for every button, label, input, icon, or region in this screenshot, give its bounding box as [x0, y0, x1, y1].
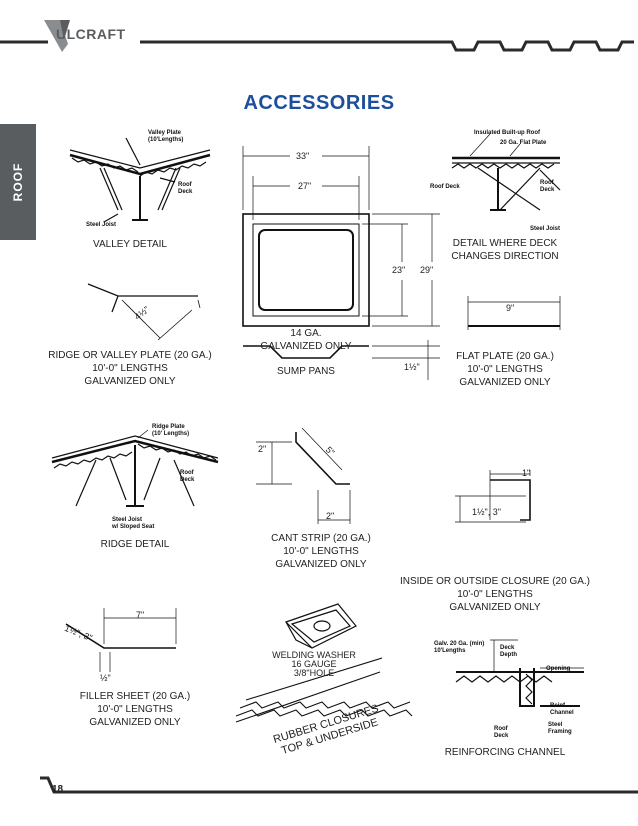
- flat-plate-dim: 9": [506, 303, 515, 313]
- channel-galv-label: Galv. 20 Ga. (min) 10'Lengths: [434, 641, 485, 654]
- valley-detail-drawing: [69, 137, 211, 223]
- channel-caption: REINFORCING CHANNEL: [444, 747, 566, 758]
- channel-depth-label: Deck Depth: [500, 645, 517, 658]
- ridge-detail-drawing: [51, 429, 219, 507]
- sump-inner-height: 23": [392, 265, 406, 275]
- sump-inner-width: 27": [298, 181, 312, 191]
- sump-gauge-caption: 14 GA. GALVANIZED ONLY: [260, 328, 352, 352]
- header-rule: [0, 40, 634, 52]
- ridge-plate-caption: RIDGE OR VALLEY PLATE (20 GA.) 10'-0" LE…: [48, 350, 212, 387]
- deck-change-roof-label: Insulated Built-up Roof: [474, 130, 540, 136]
- ridge-deck-label: Roof Deck: [180, 470, 195, 483]
- washer-caption: WELDING WASHER 16 GAUGE 3/8"HOLE: [272, 650, 356, 678]
- closure-caption: INSIDE OR OUTSIDE CLOSURE (20 GA.) 10'-0…: [399, 576, 591, 613]
- brand-name: ULCRAFT: [56, 26, 126, 42]
- flat-plate-caption: FLAT PLATE (20 GA.) 10'-0" LENGTHS GALVA…: [456, 351, 554, 388]
- valley-detail-caption: VALLEY DETAIL: [93, 239, 167, 250]
- valley-plate-label: Valley Plate (10'Lengths): [148, 130, 184, 143]
- side-tab: ROOF: [0, 124, 36, 240]
- channel-reinf-label: Reinf. Channel: [550, 703, 574, 716]
- ridge-plate-drawing: [87, 283, 201, 341]
- side-tab-label: ROOF: [11, 162, 25, 202]
- sump-pan-drawing: [242, 146, 440, 380]
- closure-drawing: [455, 470, 531, 523]
- page-title: ACCESSORIES: [243, 92, 395, 114]
- filler-top-dim: 7": [136, 610, 145, 620]
- vulcraft-logo: [44, 20, 70, 52]
- ridge-plate-label: Ridge Plate (10' Lengths): [152, 424, 190, 437]
- sump-outer-width: 33": [296, 151, 310, 161]
- filler-bottom-dim: ½": [100, 673, 111, 683]
- deck-change-deck-right-label: Roof Deck: [540, 180, 555, 193]
- page-number: 18: [52, 784, 64, 795]
- deck-change-deck-left-label: Roof Deck: [430, 184, 460, 190]
- footer-rule: [40, 776, 638, 794]
- sump-outer-height: 29": [420, 265, 434, 275]
- deck-change-caption: DETAIL WHERE DECK CHANGES DIRECTION: [451, 238, 559, 262]
- deck-change-joist-label: Steel Joist: [530, 226, 561, 232]
- ridge-joist-label: Steel Joist w/ Sloped Seat: [112, 517, 155, 530]
- channel-framing-label: Steel Framing: [548, 722, 572, 735]
- closure-left-dim: 1½", 3": [472, 507, 501, 517]
- cant-bottom-dim: 2": [326, 511, 335, 521]
- valley-joist-label: Steel Joist: [86, 222, 117, 228]
- closure-top-dim: 1": [522, 468, 531, 478]
- reinforcing-channel-drawing: [455, 639, 584, 707]
- deck-change-drawing: [451, 133, 561, 211]
- filler-caption: FILLER SHEET (20 GA.) 10'-0" LENGTHS GAL…: [79, 691, 191, 728]
- cant-strip-caption: CANT STRIP (20 GA.) 10'-0" LENGTHS GALVA…: [271, 533, 371, 570]
- filler-sheet-drawing: [65, 608, 177, 672]
- flat-plate-drawing: [467, 296, 561, 330]
- sump-pans-caption: SUMP PANS: [277, 366, 335, 377]
- valley-deck-label: Roof Deck: [178, 182, 193, 195]
- rubber-closures-drawing: [235, 657, 413, 723]
- channel-opening-label: Opening: [546, 666, 571, 672]
- cant-strip-drawing: [256, 427, 351, 524]
- welding-washer-drawing: [284, 603, 357, 649]
- deck-change-plate-label: 20 Ga. Flat Plate: [500, 140, 547, 146]
- cant-left-dim: 2": [258, 444, 267, 454]
- sump-depth: 1½": [404, 362, 420, 372]
- ridge-detail-caption: RIDGE DETAIL: [100, 539, 170, 550]
- channel-deck-label: Roof Deck: [494, 726, 509, 739]
